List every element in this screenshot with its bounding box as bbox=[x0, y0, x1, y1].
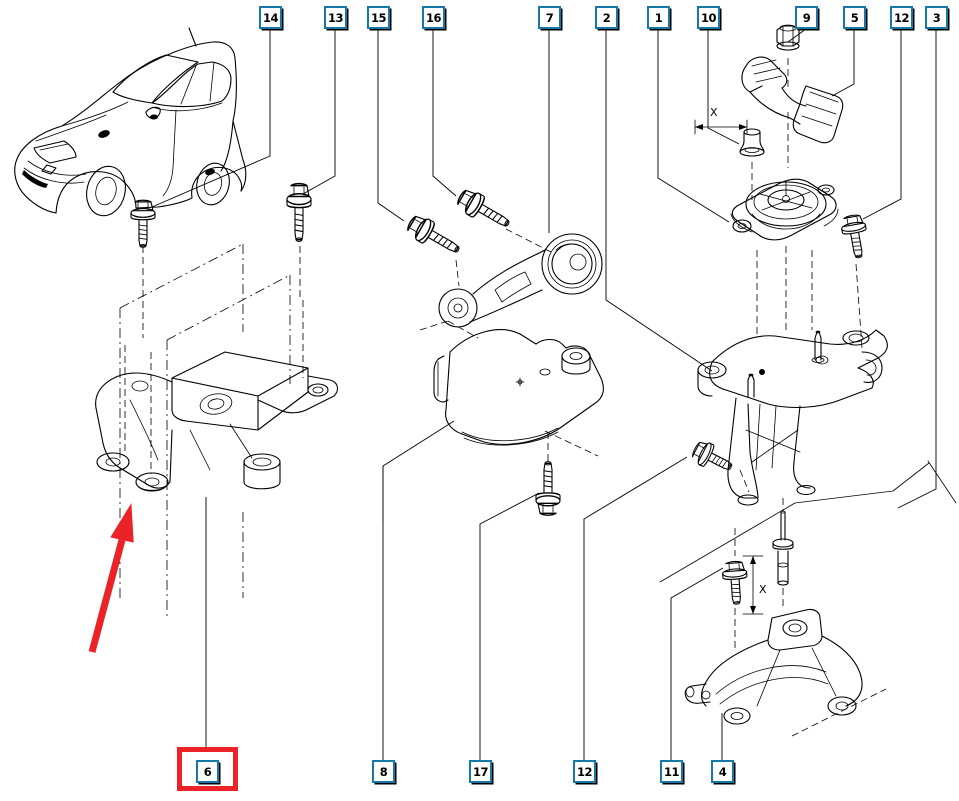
engine-mount-bracket-drawing[interactable] bbox=[95, 351, 339, 492]
dimension-x-upper: X bbox=[694, 106, 748, 135]
spacer-bushing-drawing[interactable] bbox=[739, 128, 765, 157]
dimension-x-lower-label: X bbox=[759, 583, 767, 596]
part-label-16[interactable]: 16 bbox=[422, 6, 445, 29]
part-label-1[interactable]: 1 bbox=[647, 6, 670, 29]
dimension-x-lower: X bbox=[742, 555, 767, 615]
part-label-7[interactable]: 7 bbox=[538, 6, 561, 29]
part-label-2[interactable]: 2 bbox=[595, 6, 618, 29]
bolt-13-drawing[interactable] bbox=[286, 182, 312, 243]
part-label-17[interactable]: 17 bbox=[469, 760, 492, 783]
highlight-arrow bbox=[88, 503, 134, 653]
part-label-5[interactable]: 5 bbox=[843, 6, 866, 29]
bolt-11-drawing[interactable] bbox=[721, 560, 750, 606]
bolt-17-drawing[interactable] bbox=[535, 460, 561, 516]
part-label-15[interactable]: 15 bbox=[367, 6, 390, 29]
part-label-3[interactable]: 3 bbox=[925, 6, 948, 29]
mount-support-bracket-drawing[interactable] bbox=[697, 329, 888, 506]
part-label-8[interactable]: 8 bbox=[372, 760, 395, 783]
part-label-10[interactable]: 10 bbox=[697, 6, 720, 29]
part-label-9[interactable]: 9 bbox=[795, 6, 818, 29]
car-illustration bbox=[14, 27, 247, 217]
bolt-16-drawing[interactable] bbox=[453, 185, 516, 236]
dimension-x-upper-label: X bbox=[710, 106, 718, 119]
part-label-14[interactable]: 14 bbox=[259, 6, 282, 29]
highlight-box bbox=[177, 747, 238, 791]
torque-rod-drawing[interactable] bbox=[438, 233, 603, 328]
part-label-4[interactable]: 4 bbox=[711, 760, 734, 783]
construction-lines bbox=[119, 58, 957, 737]
part-label-13[interactable]: 13 bbox=[324, 6, 347, 29]
part-label-12-top[interactable]: 12 bbox=[890, 6, 913, 29]
bolt-15-drawing[interactable] bbox=[403, 211, 466, 262]
part-label-11[interactable]: 11 bbox=[660, 760, 683, 783]
bolt-12-upper-drawing[interactable] bbox=[839, 212, 872, 261]
part-label-6[interactable]: 6 bbox=[196, 760, 219, 783]
lower-mount-bracket-drawing[interactable] bbox=[684, 608, 863, 725]
upper-engine-mount-drawing[interactable] bbox=[730, 178, 839, 241]
rebound-stop-saddle-drawing[interactable] bbox=[741, 56, 844, 144]
part-label-12-bottom[interactable]: 12 bbox=[573, 760, 596, 783]
cover-bracket-drawing[interactable] bbox=[433, 329, 604, 446]
leader-lines bbox=[151, 28, 937, 760]
stud-drawing[interactable] bbox=[772, 510, 794, 586]
